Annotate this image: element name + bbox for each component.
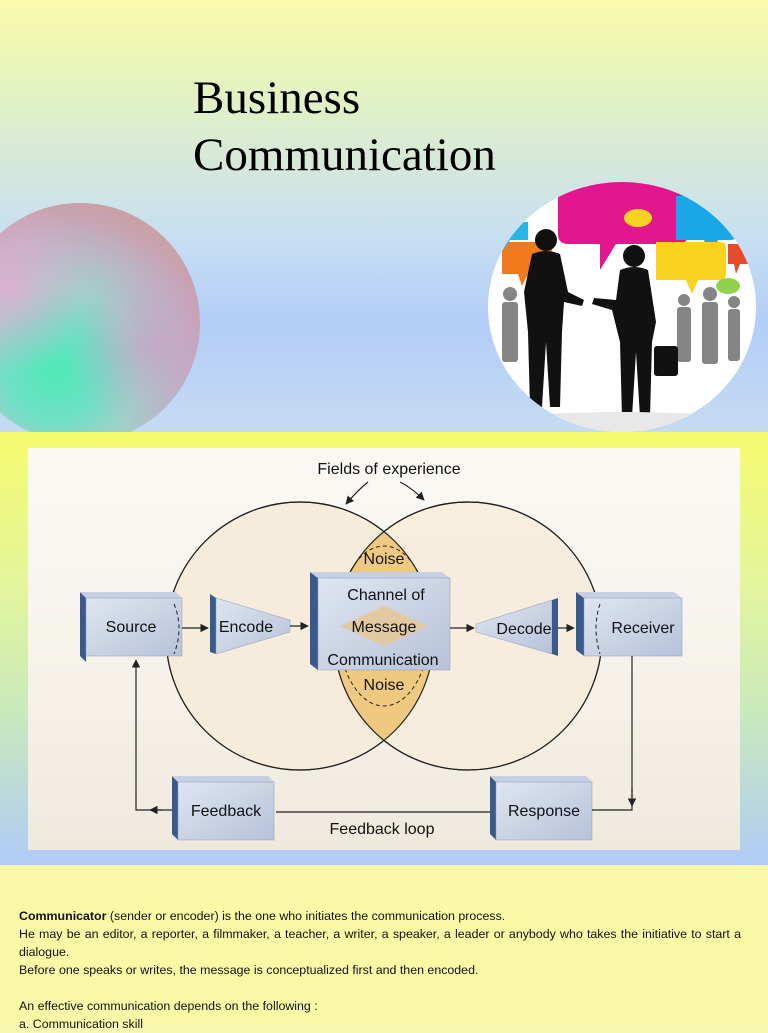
feedback-box: Feedback — [172, 776, 274, 840]
receiver-box: Receiver — [576, 592, 682, 656]
source-label: Source — [106, 619, 157, 636]
encode-label: Encode — [219, 619, 273, 636]
diagram-slide: Fields of experience Noise Noise Source … — [0, 432, 768, 865]
communicator-description: Communicator (sender or encoder) is the … — [19, 907, 741, 1033]
arrow-feedback-to-source — [136, 660, 172, 810]
source-box: Source — [80, 592, 182, 662]
channel-line-3: Communication — [327, 652, 438, 669]
channel-box: Channel of Message Communication — [310, 572, 450, 670]
receiver-label: Receiver — [611, 620, 675, 637]
paragraph-line-3: Before one speaks or writes, the message… — [19, 961, 741, 979]
decode-label: Decode — [496, 621, 551, 638]
fields-of-experience-label: Fields of experience — [317, 461, 460, 478]
paragraph-line-5: a. Communication skill — [19, 1015, 741, 1033]
text-slide: Communicator (sender or encoder) is the … — [0, 865, 768, 1024]
noise-top-label: Noise — [364, 551, 405, 568]
communicator-term: Communicator — [19, 909, 106, 923]
decorative-cloud-orb — [0, 203, 200, 432]
channel-line-1: Channel of — [347, 587, 425, 604]
handshake-photo — [488, 182, 756, 432]
paragraph-line-4: An effective communication depends on th… — [19, 997, 741, 1015]
feedback-loop-label: Feedback loop — [330, 821, 435, 838]
slide-title: Business Communication — [193, 70, 496, 184]
title-slide: Business Communication — [0, 0, 768, 432]
channel-line-2: Message — [352, 619, 417, 636]
paragraph-line-2: He may be an editor, a reporter, a filmm… — [19, 925, 741, 961]
feedback-label: Feedback — [191, 803, 262, 820]
title-line-2: Communication — [193, 127, 496, 184]
response-label: Response — [508, 803, 580, 820]
communicator-definition: (sender or encoder) is the one who initi… — [106, 909, 505, 923]
title-line-1: Business — [193, 70, 496, 127]
communication-process-diagram: Fields of experience Noise Noise Source … — [28, 448, 740, 850]
paragraph-line-1: Communicator (sender or encoder) is the … — [19, 907, 741, 925]
noise-bottom-label: Noise — [364, 677, 405, 694]
arrow-receiver-to-response — [592, 656, 632, 810]
response-box: Response — [490, 776, 592, 840]
